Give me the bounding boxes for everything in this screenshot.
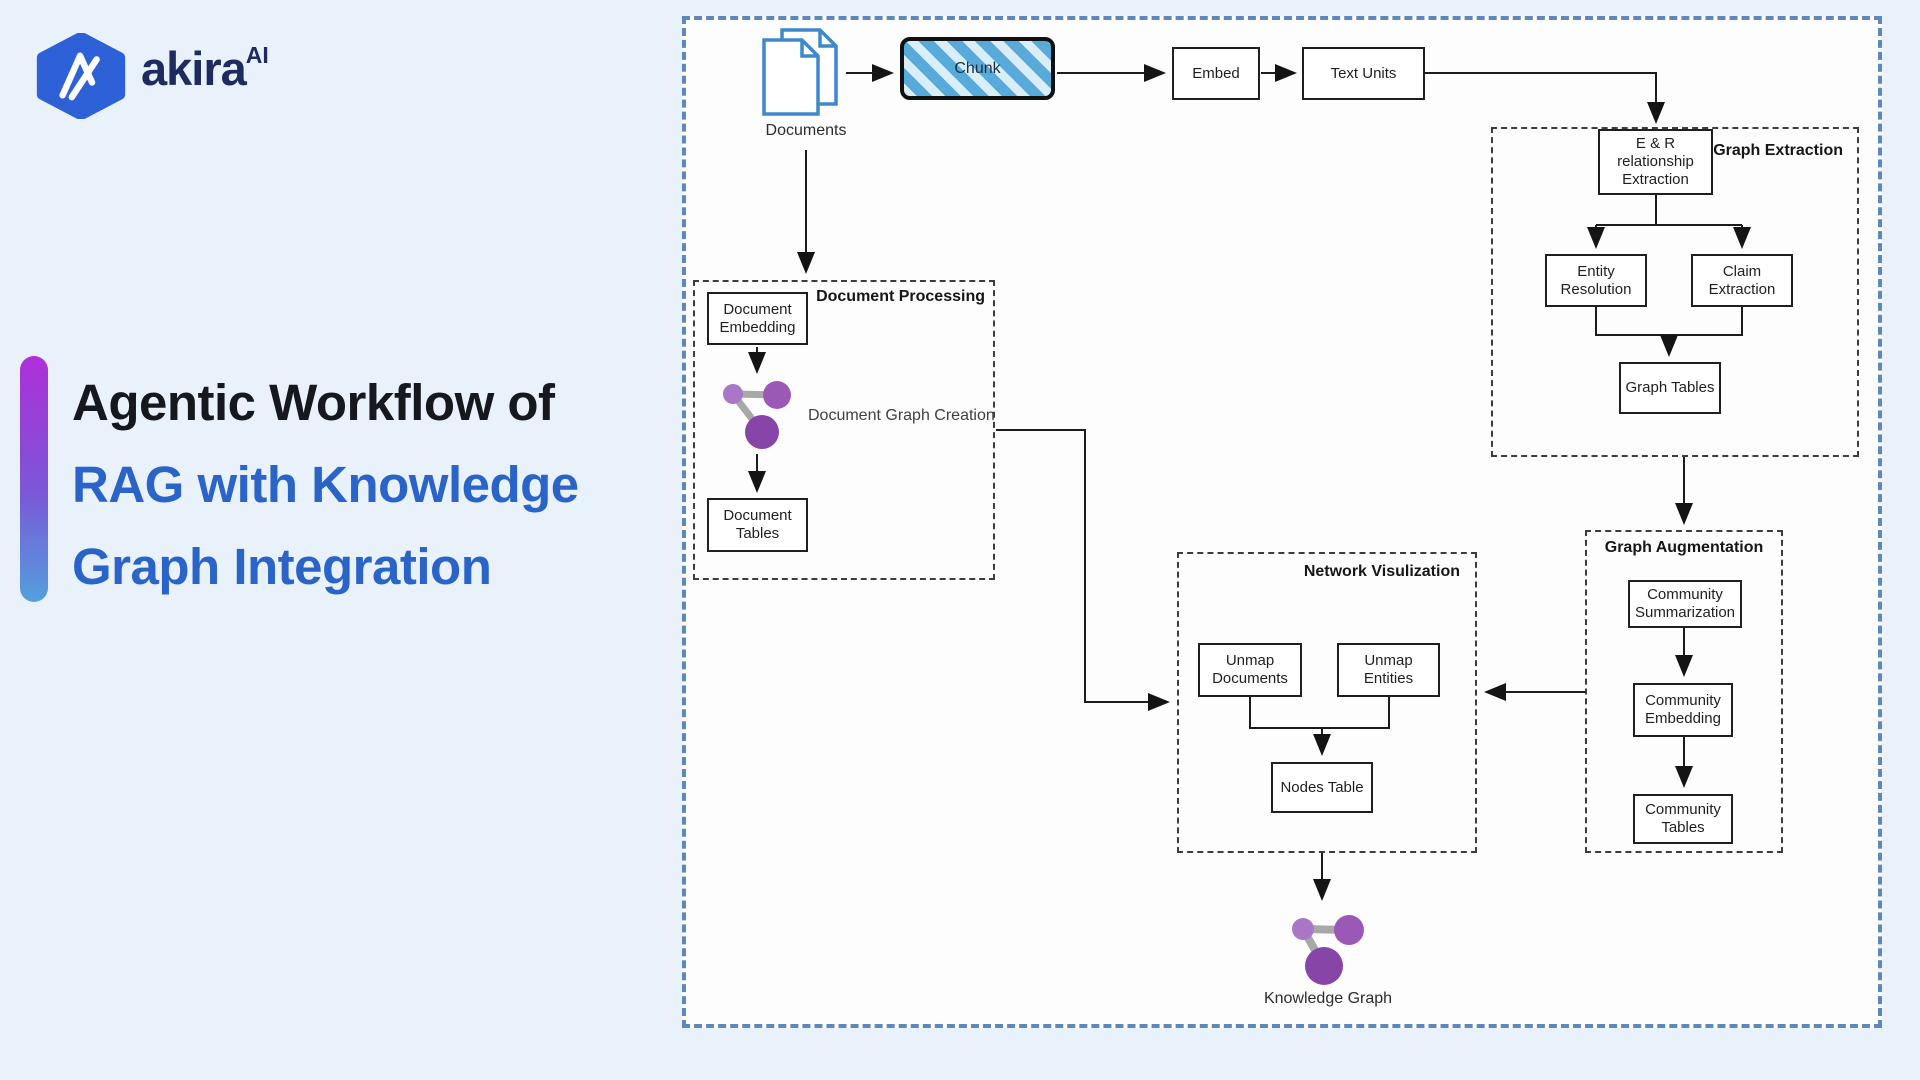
group-graph-augmentation: Graph Augmentation [1585, 530, 1783, 853]
documents-icon [756, 26, 848, 120]
group-document-processing-label: Document Processing [816, 288, 985, 305]
node-chunk: Chunk [900, 37, 1055, 100]
brand-name: akiraAI [141, 42, 269, 95]
node-document-tables: Document Tables [707, 498, 808, 552]
group-document-processing: Document Processing [693, 280, 995, 580]
knowledge-graph-label: Knowledge Graph [1263, 990, 1393, 1007]
node-community-tables: Community Tables [1633, 794, 1733, 844]
node-graph-tables: Graph Tables [1619, 362, 1721, 414]
node-er-extraction: E & R relationship Extraction [1598, 129, 1713, 195]
brand-logo: akiraAI [35, 33, 269, 119]
group-graph-extraction: Graph Extraction [1491, 127, 1859, 457]
node-unmap-entities: Unmap Entities [1337, 643, 1440, 697]
group-network-visualization-label: Network Visulization [1303, 563, 1460, 580]
node-claim-extraction: Claim Extraction [1691, 254, 1793, 307]
documents-label: Documents [765, 122, 847, 139]
node-embed: Embed [1172, 47, 1260, 100]
brand-suffix: AI [245, 42, 269, 68]
group-graph-extraction-label: Graph Extraction [1713, 142, 1843, 159]
title-line-1: Agentic Workflow of [72, 374, 555, 431]
akira-hexagon-icon [36, 33, 126, 119]
title-line-3: Graph Integration [72, 538, 492, 595]
node-text-units: Text Units [1302, 47, 1425, 100]
group-graph-augmentation-label: Graph Augmentation [1604, 539, 1764, 556]
title-line-2: RAG with Knowledge [72, 456, 579, 513]
node-document-embedding: Document Embedding [707, 292, 808, 345]
node-entity-resolution: Entity Resolution [1545, 254, 1647, 307]
node-community-summarization: Community Summarization [1628, 580, 1742, 628]
document-graph-creation-label: Document Graph Creation [808, 407, 995, 424]
page-title: Agentic Workflow of RAG with Knowledge G… [72, 362, 579, 608]
group-network-visualization: Network Visulization [1177, 552, 1477, 853]
title-accent-bar [20, 356, 48, 602]
node-nodes-table: Nodes Table [1271, 762, 1373, 813]
node-unmap-documents: Unmap Documents [1198, 643, 1302, 697]
node-community-embedding: Community Embedding [1633, 683, 1733, 737]
document-graph-icon [712, 374, 802, 456]
knowledge-graph-icon [1280, 908, 1376, 992]
